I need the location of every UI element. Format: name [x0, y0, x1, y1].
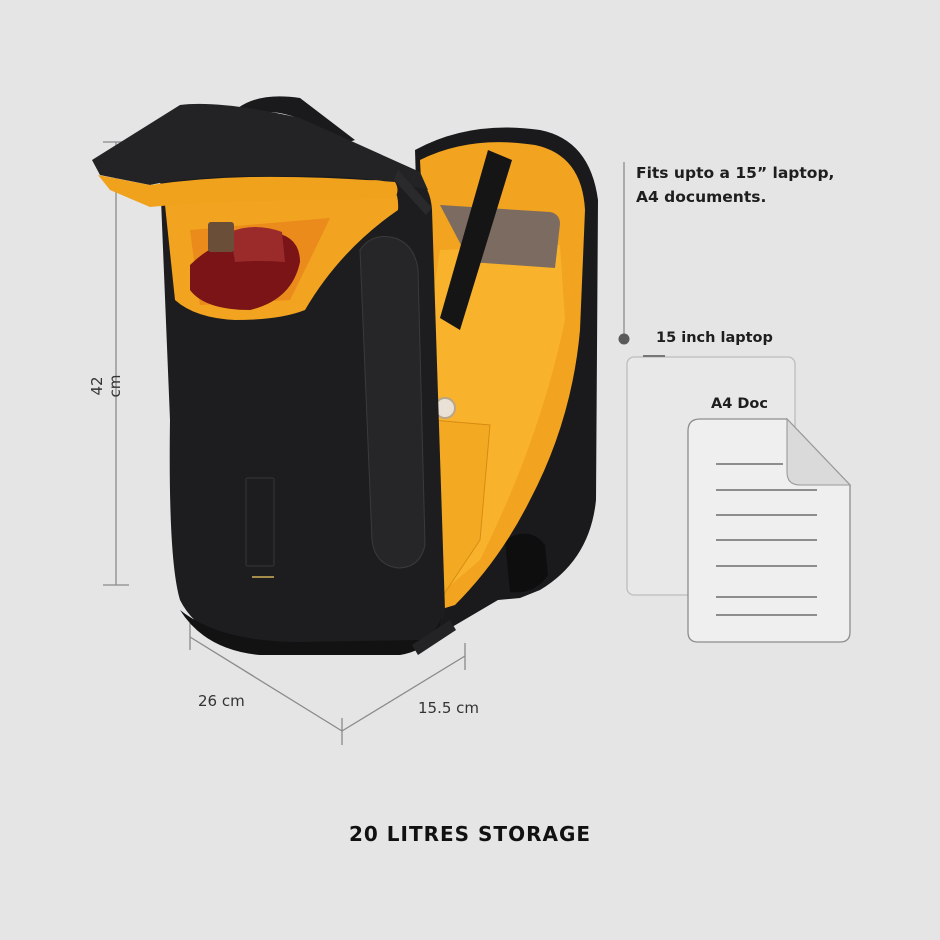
a4-doc-label: A4 Doc — [711, 396, 768, 412]
width-dimension-label: 26 cm — [198, 692, 245, 710]
callout-line-2: A4 documents. — [636, 188, 767, 206]
backpack-back-panel — [415, 127, 598, 640]
backpack-front-body — [92, 96, 456, 655]
callout-line-1: Fits upto a 15” laptop, — [636, 164, 835, 182]
height-dimension-label: 42 cm — [88, 374, 124, 398]
capacity-callout: Fits upto a 15” laptop, A4 documents. — [636, 161, 834, 209]
callout-line — [618, 162, 630, 345]
storage-title: 20 LITRES STORAGE — [348, 822, 592, 846]
depth-dimension-label: 15.5 cm — [418, 699, 480, 717]
laptop-label: 15 inch laptop — [656, 330, 773, 346]
document-icon — [687, 417, 852, 643]
base-dimension-lines — [189, 623, 466, 745]
